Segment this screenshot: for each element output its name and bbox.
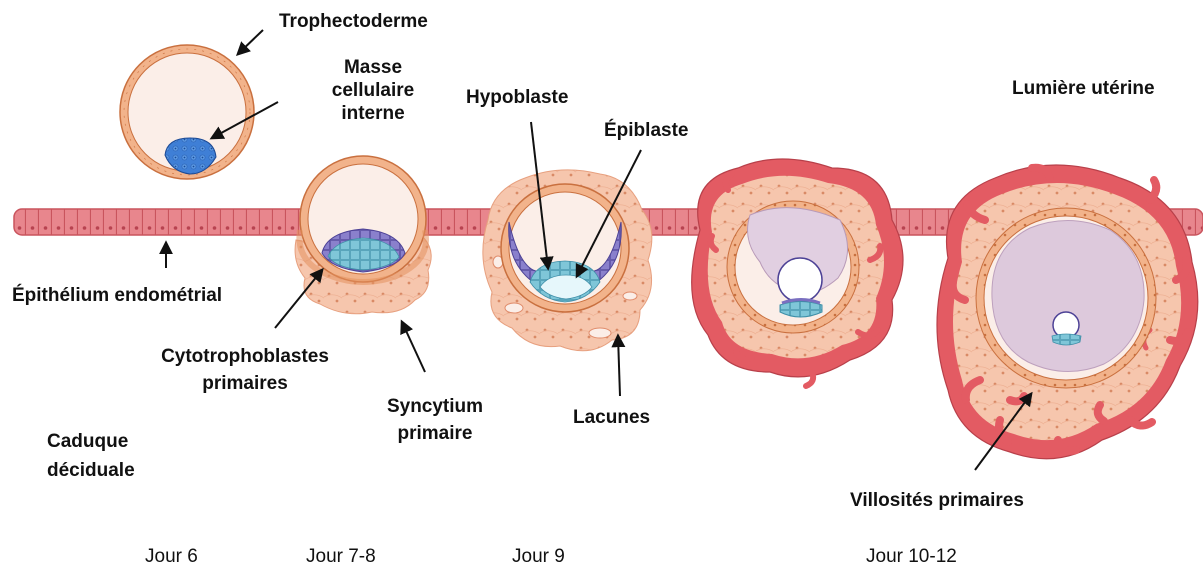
label-syncytium-l2: primaire bbox=[375, 422, 495, 445]
label-lacunes: Lacunes bbox=[573, 406, 650, 429]
label-caduque-l1: Caduque bbox=[47, 430, 135, 453]
day-label-10-12: Jour 10-12 bbox=[866, 546, 957, 568]
label-lumiere-uterine: Lumière utérine bbox=[1012, 77, 1155, 100]
label-cytotrophoblastes: Cytotrophoblastes primaires bbox=[150, 345, 340, 395]
arrow-syncytium bbox=[402, 322, 425, 372]
label-masse-l3: interne bbox=[318, 102, 428, 125]
blastocyst-day10 bbox=[692, 159, 903, 386]
label-caduque-deciduale: Caduque déciduale bbox=[47, 430, 135, 482]
arrow-trophectoderme bbox=[238, 30, 263, 54]
label-trophectoderme: Trophectoderme bbox=[279, 10, 428, 33]
label-syncytium-l1: Syncytium bbox=[375, 395, 495, 418]
day-label-6: Jour 6 bbox=[145, 546, 198, 568]
blastocyst-day7-8 bbox=[295, 156, 431, 314]
blastocyst-day12 bbox=[937, 165, 1198, 459]
blastocyst-day9 bbox=[483, 170, 652, 351]
label-masse-cellulaire-interne: Masse cellulaire interne bbox=[318, 56, 428, 125]
arrow-lacunes bbox=[618, 336, 620, 396]
day-label-7-8: Jour 7-8 bbox=[306, 546, 376, 568]
label-epiblaste: Épiblaste bbox=[604, 119, 688, 142]
label-syncytium-primaire: Syncytium primaire bbox=[375, 395, 495, 445]
label-masse-l2: cellulaire bbox=[318, 79, 428, 102]
label-cyto-l1: Cytotrophoblastes bbox=[150, 345, 340, 368]
blastocyst-day6 bbox=[120, 45, 254, 179]
label-masse-l1: Masse bbox=[318, 56, 428, 79]
label-hypoblaste: Hypoblaste bbox=[466, 86, 568, 109]
label-epithelium-endometrial: Épithélium endométrial bbox=[12, 284, 222, 307]
label-villosites-primaires: Villosités primaires bbox=[850, 489, 1024, 512]
label-caduque-l2: déciduale bbox=[47, 459, 135, 482]
label-cyto-l2: primaires bbox=[150, 372, 340, 395]
day-label-9: Jour 9 bbox=[512, 546, 565, 568]
